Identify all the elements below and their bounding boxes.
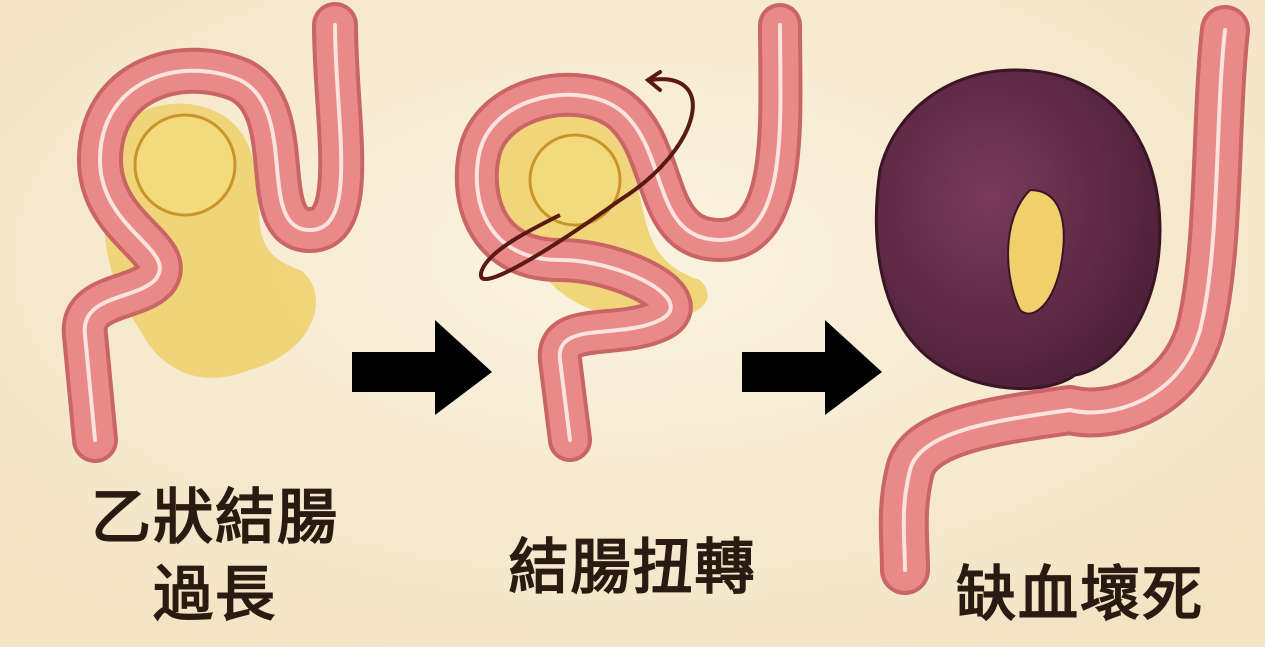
arrow-right-icon — [352, 320, 492, 415]
stage-1-label-line-2: 過長 — [153, 560, 277, 630]
stage-2-label: 結腸扭轉 — [508, 533, 757, 603]
stage-3-label: 缺血壞死 — [956, 560, 1204, 630]
necrotic-colon — [874, 5, 1250, 595]
twist-arrow-icon — [478, 70, 695, 282]
volvulus-colon — [454, 3, 803, 462]
elongated-sigmoid-colon — [61, 2, 365, 463]
arrow-right-icon — [742, 320, 882, 415]
stage-1-label-line-1: 乙狀結腸 — [91, 483, 339, 553]
